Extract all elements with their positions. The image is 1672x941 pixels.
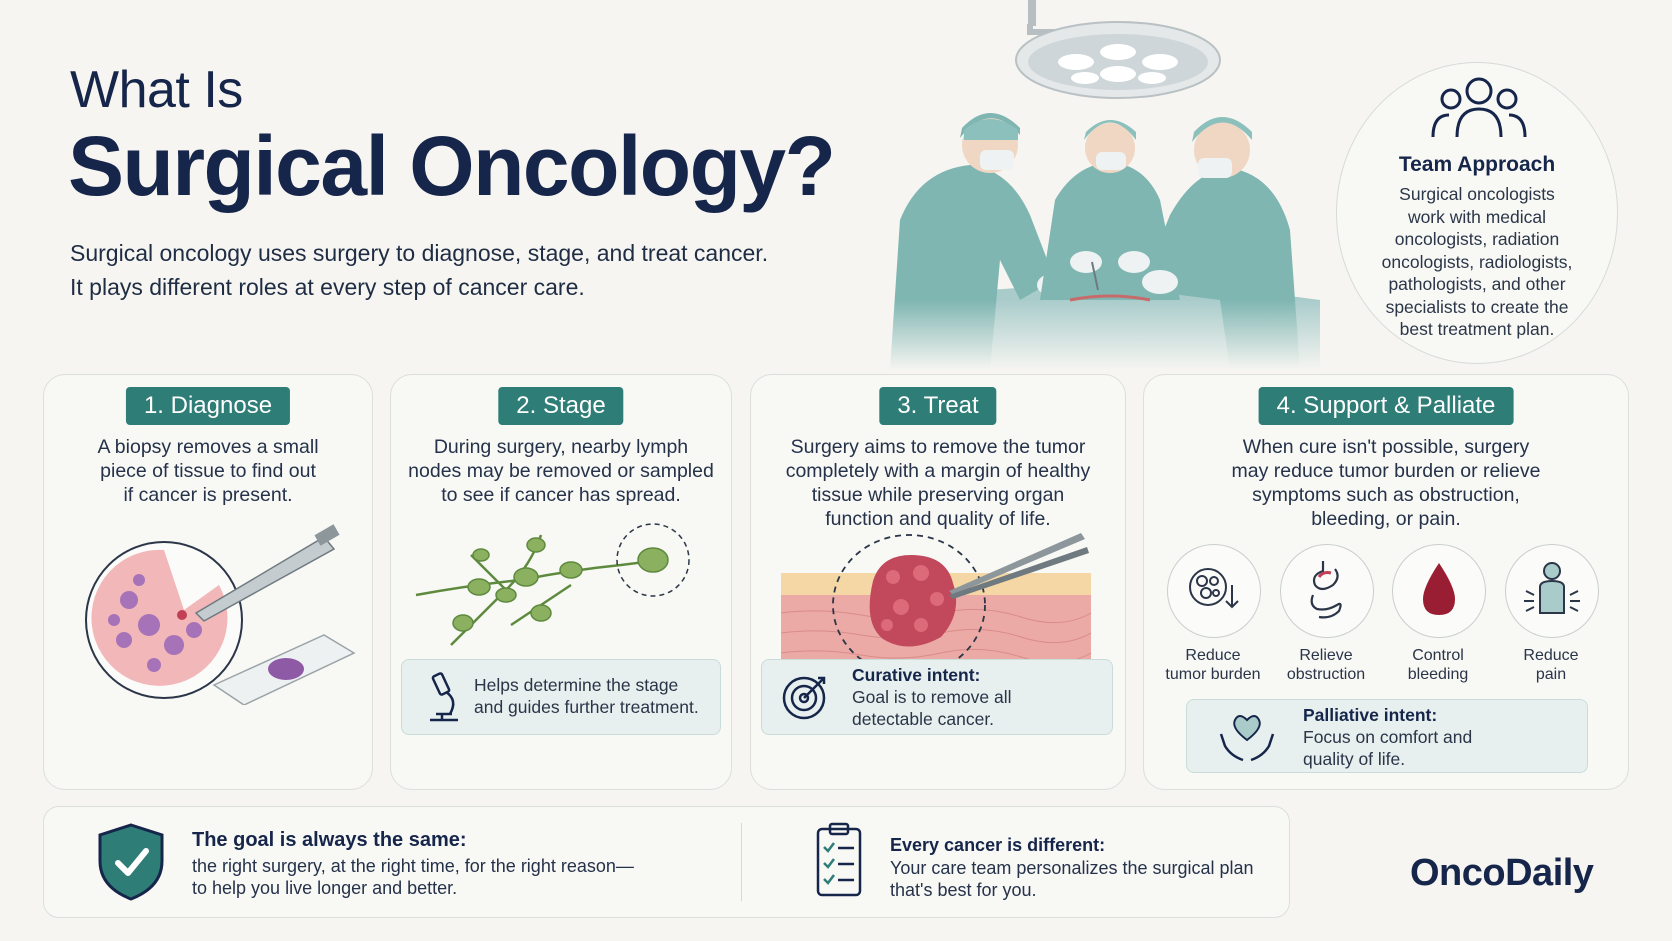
divider — [741, 823, 742, 901]
card-line: tissue while preserving organ — [811, 484, 1065, 506]
note-line: detectable cancer. — [852, 709, 995, 729]
target-icon — [782, 676, 826, 720]
card-line: bleeding, or pain. — [1311, 508, 1461, 530]
page-title: Surgical Oncology? — [68, 119, 836, 213]
card-stage: 2. Stage During surgery, nearby lymph no… — [390, 374, 732, 790]
palliate-label: Reduce pain — [1491, 646, 1611, 684]
palliate-label-line: pain — [1535, 666, 1567, 683]
team-line: oncologists, radiation — [1394, 229, 1560, 249]
note-line: quality of life. — [1303, 749, 1406, 769]
checklist-icon — [816, 822, 862, 897]
card-line: A biopsy removes a small — [97, 436, 319, 458]
lymph-nodes-illustration — [415, 523, 690, 646]
note-line: and guides further treatment. — [474, 697, 699, 717]
intro-text: Surgical oncology uses surgery to diagno… — [70, 236, 830, 304]
tumor-burden-icon — [1167, 544, 1261, 638]
card-label-stage: 2. Stage — [498, 387, 624, 425]
palliate-label-line: Control — [1412, 647, 1464, 664]
different-title: Every cancer is different: — [890, 835, 1106, 855]
different-line: that's best for you. — [890, 880, 1037, 900]
card-diagnose: 1. Diagnose A biopsy removes a small pie… — [43, 374, 373, 790]
stomach-intestine-icon — [1280, 544, 1374, 638]
card-line: When cure isn't possible, surgery — [1242, 436, 1530, 458]
team-approach-text: Surgical oncologists work with medical o… — [1373, 183, 1581, 341]
palliate-label: Relieve obstruction — [1266, 646, 1386, 684]
card-stage-text: During surgery, nearby lymph nodes may b… — [403, 435, 719, 507]
card-line: Surgery aims to remove the tumor — [790, 436, 1086, 458]
card-palliate-text: When cure isn't possible, surgery may re… — [1156, 435, 1616, 531]
palliative-note: Palliative intent: Focus on comfort and … — [1186, 699, 1588, 773]
palliate-label-line: tumor burden — [1165, 666, 1261, 683]
biopsy-illustration — [85, 524, 356, 705]
curative-intent-title: Curative intent: — [852, 665, 981, 685]
card-diagnose-text: A biopsy removes a small piece of tissue… — [56, 435, 360, 507]
goal-text: the right surgery, at the right time, fo… — [192, 855, 634, 899]
bottom-summary: The goal is always the same: the right s… — [43, 806, 1290, 918]
note-line: Focus on comfort and — [1303, 727, 1473, 747]
goal-line: to help you live longer and better. — [192, 878, 458, 898]
team-line: best treatment plan. — [1399, 319, 1555, 339]
card-line: to see if cancer has spread. — [441, 484, 681, 506]
card-line: completely with a margin of healthy — [785, 460, 1091, 482]
card-line: function and quality of life. — [825, 508, 1051, 530]
team-line: oncologists, radiologists, — [1381, 251, 1573, 272]
curative-note-text: Curative intent: Goal is to remove all d… — [852, 664, 1012, 730]
palliate-label-line: bleeding — [1407, 666, 1469, 683]
stage-note: Helps determine the stage and guides fur… — [401, 659, 721, 735]
palliate-label-line: Relieve — [1299, 647, 1353, 664]
surgeons-illustration — [880, 0, 1340, 370]
palliate-label-line: Reduce — [1523, 647, 1579, 664]
team-line: Surgical oncologists — [1399, 184, 1555, 204]
team-line: pathologists, and other — [1388, 274, 1566, 294]
team-approach-title: Team Approach — [1398, 153, 1556, 176]
card-line: if cancer is present. — [123, 484, 293, 506]
card-line: symptoms such as obstruction, — [1252, 484, 1520, 506]
note-line: Goal is to remove all — [852, 687, 1012, 707]
different-line: Your care team personalizes the surgical… — [890, 858, 1254, 878]
card-label-treat: 3. Treat — [879, 387, 997, 425]
blood-drop-icon — [1392, 544, 1486, 638]
surgical-lamp-icon — [1015, 0, 1221, 99]
card-label-diagnose: 1. Diagnose — [125, 387, 291, 425]
palliate-label-line: obstruction — [1286, 666, 1366, 683]
card-line: nodes may be removed or sampled — [408, 460, 714, 482]
heart-hands-icon — [1219, 715, 1275, 762]
different-text: Your care team personalizes the surgical… — [890, 857, 1254, 901]
shield-check-icon — [98, 823, 164, 901]
palliative-intent-title: Palliative intent: — [1303, 705, 1438, 725]
page-title-line1: What Is — [70, 61, 243, 119]
card-treat-text: Surgery aims to remove the tumor complet… — [763, 435, 1113, 531]
intro-line: Surgical oncology uses surgery to diagno… — [70, 240, 769, 266]
stage-note-text: Helps determine the stage and guides fur… — [474, 674, 699, 718]
team-icon — [1431, 77, 1527, 138]
intro-line: It plays different roles at every step o… — [70, 274, 585, 300]
card-treat: 3. Treat Surgery aims to remove the tumo… — [750, 374, 1126, 790]
card-label-palliate: 4. Support & Palliate — [1258, 387, 1514, 425]
note-line: Helps determine the stage — [474, 675, 679, 695]
microscope-icon — [430, 672, 458, 722]
team-approach-panel: Team Approach Surgical oncologists work … — [1336, 62, 1618, 364]
goal-line: the right surgery, at the right time, fo… — [192, 856, 634, 876]
palliate-label: Reduce tumor burden — [1153, 646, 1273, 684]
goal-title: The goal is always the same: — [192, 829, 467, 851]
brand-logo[interactable]: OncoDaily — [1410, 852, 1594, 894]
card-line: may reduce tumor burden or relieve — [1231, 460, 1541, 482]
team-line: specialists to create the — [1385, 296, 1569, 317]
palliate-label: Control bleeding — [1378, 646, 1498, 684]
team-line: work with medical — [1407, 206, 1547, 227]
card-line: During surgery, nearby lymph — [433, 436, 689, 458]
card-line: piece of tissue to find out — [100, 460, 316, 482]
palliative-note-text: Palliative intent: Focus on comfort and … — [1303, 704, 1472, 770]
person-pain-icon — [1505, 544, 1599, 638]
palliate-label-line: Reduce — [1185, 647, 1241, 664]
curative-note: Curative intent: Goal is to remove all d… — [761, 659, 1113, 735]
